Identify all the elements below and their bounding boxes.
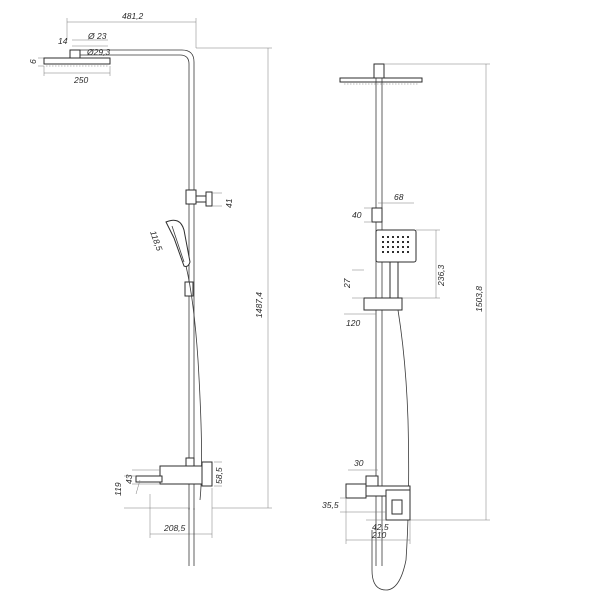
label-hand-shower-len: 118,5 bbox=[148, 229, 165, 252]
mixer-front: 30 35,5 42,5 210 bbox=[322, 458, 411, 544]
label-pipe-dia: Ø 23 bbox=[87, 31, 107, 41]
dim-total-height-side: 1487,4 bbox=[196, 47, 272, 509]
label-mixer-height: 58,5 bbox=[214, 467, 224, 484]
label-top-width: 481,2 bbox=[122, 11, 144, 21]
holder-front: 68 40 bbox=[352, 192, 414, 223]
dim-top-width: 481,2 bbox=[66, 11, 197, 48]
label-mixer-width: 210 bbox=[371, 530, 386, 540]
mixer-side: 58,5 43 119 bbox=[113, 457, 224, 509]
label-slider-27: 27 bbox=[342, 278, 352, 289]
label-holder-height: 41 bbox=[224, 198, 234, 208]
hose-front bbox=[371, 309, 410, 591]
label-total-height-side: 1487,4 bbox=[254, 292, 264, 318]
nozzle-grid bbox=[382, 236, 409, 253]
label-mixer-42: 42,5 bbox=[372, 522, 389, 532]
label-spout-len: 208,5 bbox=[163, 523, 186, 533]
hand-shower-side: 118,5 bbox=[148, 219, 191, 267]
label-pipe-dia-2: Ø29,3 bbox=[86, 47, 110, 57]
holder-clamp-side: 41 bbox=[185, 189, 234, 208]
label-holder-68: 68 bbox=[394, 192, 404, 202]
label-mixer-43: 43 bbox=[124, 474, 134, 484]
shower-head-front bbox=[339, 63, 423, 85]
dim-total-height-front: 1503,8 bbox=[384, 63, 490, 521]
front-view: 1503,8 68 40 236,3 bbox=[322, 63, 490, 591]
side-view: 481,2 Ø 23 Ø29,3 14 6 250 bbox=[28, 11, 272, 566]
shower-arm-side bbox=[80, 49, 195, 510]
hand-shower-front: 236,3 bbox=[375, 229, 446, 299]
label-mixer-35: 35,5 bbox=[322, 500, 339, 510]
label-slider-120: 120 bbox=[346, 318, 360, 328]
shower-head-side bbox=[43, 49, 111, 67]
slider-front: 27 120 bbox=[342, 269, 403, 328]
label-mixer-30: 30 bbox=[354, 458, 364, 468]
label-head-thickness: 6 bbox=[28, 59, 38, 64]
label-offset-14: 14 bbox=[58, 36, 68, 46]
label-total-height-front: 1503,8 bbox=[474, 286, 484, 312]
slider-side bbox=[184, 281, 194, 297]
label-holder-40: 40 bbox=[352, 210, 362, 220]
label-mixer-119: 119 bbox=[113, 482, 123, 496]
label-hand-shower-height: 236,3 bbox=[436, 264, 446, 287]
label-head-width: 250 bbox=[73, 75, 88, 85]
